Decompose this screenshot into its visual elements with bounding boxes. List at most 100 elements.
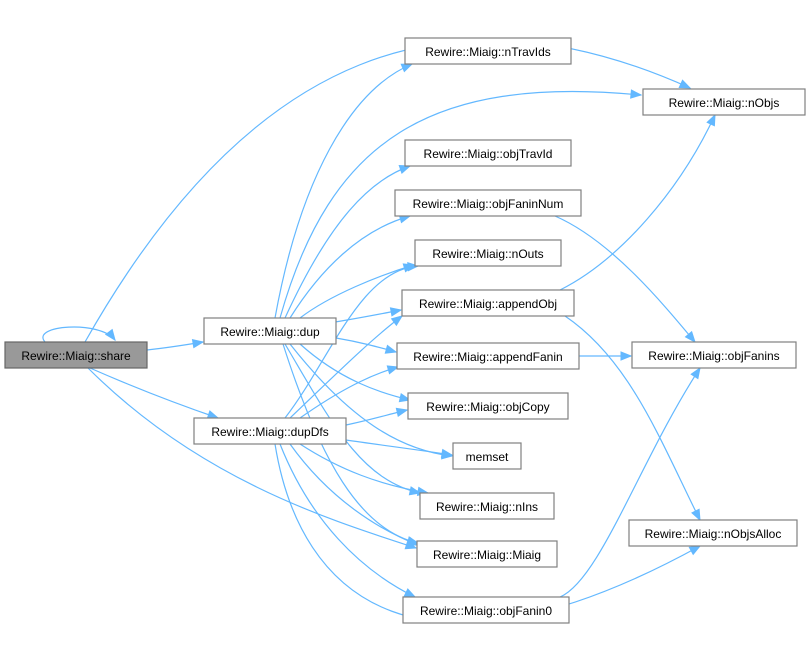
node-box[interactable] bbox=[419, 492, 555, 520]
arrowhead-icon bbox=[691, 508, 701, 522]
edge-line bbox=[289, 443, 419, 546]
node-box[interactable] bbox=[404, 139, 572, 167]
node-box[interactable] bbox=[642, 88, 806, 116]
edge-appendObj-to-nObjsAlloc bbox=[564, 315, 701, 522]
edge-dup-to-nObjs bbox=[279, 89, 643, 319]
arrowhead-icon bbox=[395, 407, 409, 418]
edge-line bbox=[554, 215, 696, 343]
node-box[interactable] bbox=[394, 189, 582, 217]
edge-line bbox=[274, 443, 701, 624]
edge-dup-to-nTravIds bbox=[274, 63, 414, 319]
arrowhead-icon bbox=[104, 328, 116, 342]
edge-line bbox=[87, 367, 417, 549]
node-box[interactable] bbox=[414, 239, 562, 267]
edge-line bbox=[279, 443, 416, 598]
arrowhead-icon bbox=[440, 448, 454, 459]
edge-objFanin0-to-objFanins bbox=[559, 366, 701, 598]
node-box[interactable] bbox=[193, 417, 347, 445]
node-label: Rewire::Miaig::objFaninNum bbox=[413, 197, 564, 211]
node-box[interactable] bbox=[203, 317, 337, 345]
edge-line bbox=[345, 439, 453, 456]
arrowhead-icon bbox=[620, 351, 633, 361]
node-dupDfs[interactable]: Rewire::Miaig::dupDfs bbox=[193, 417, 347, 445]
edge-dupDfs-to-objFanin0 bbox=[279, 443, 417, 598]
node-nObjs[interactable]: Rewire::Miaig::nObjs bbox=[642, 88, 806, 116]
edge-line bbox=[284, 165, 411, 319]
node-box[interactable] bbox=[402, 596, 570, 624]
edge-line bbox=[274, 63, 413, 319]
arrowhead-icon bbox=[684, 330, 696, 344]
node-objFanins[interactable]: Rewire::Miaig::objFanins bbox=[631, 341, 797, 369]
node-nIns[interactable]: Rewire::Miaig::nIns bbox=[419, 492, 555, 520]
edge-line bbox=[559, 367, 701, 598]
node-box[interactable] bbox=[416, 540, 558, 568]
edge-dup-to-objTravId bbox=[284, 164, 412, 319]
node-label: Rewire::Miaig::share bbox=[21, 349, 131, 363]
node-label: Rewire::Miaig::nObjs bbox=[669, 96, 780, 110]
node-label: memset bbox=[466, 450, 509, 464]
edge-dupDfs-to-nObjsAlloc bbox=[274, 443, 702, 624]
node-box[interactable] bbox=[452, 442, 522, 470]
edge-appendFanin-to-objFanins bbox=[579, 351, 633, 361]
arrowhead-icon bbox=[407, 261, 420, 272]
edge-line bbox=[289, 315, 403, 419]
edge-dupDfs-to-nOuts bbox=[284, 261, 420, 419]
edge-appendObj-to-nObjs bbox=[559, 113, 716, 291]
node-appendFanin[interactable]: Rewire::Miaig::appendFanin bbox=[396, 342, 580, 370]
edge-line bbox=[299, 443, 429, 494]
node-label: Rewire::Miaig::nIns bbox=[436, 500, 538, 514]
edge-objFaninNum-to-objFanins bbox=[554, 215, 696, 344]
node-box[interactable] bbox=[4, 341, 148, 369]
edge-line bbox=[289, 215, 411, 319]
arrowhead-icon bbox=[191, 339, 205, 349]
edge-line bbox=[559, 114, 716, 291]
arrowhead-icon bbox=[406, 536, 420, 546]
arrowhead-icon bbox=[384, 344, 398, 354]
node-objFanin0[interactable]: Rewire::Miaig::objFanin0 bbox=[402, 596, 570, 624]
arrowhead-icon bbox=[400, 63, 414, 73]
node-nObjsAlloc[interactable]: Rewire::Miaig::nObjsAlloc bbox=[628, 519, 798, 547]
arrowhead-icon bbox=[398, 392, 412, 403]
edge-line bbox=[89, 367, 219, 419]
node-objTravId[interactable]: Rewire::Miaig::objTravId bbox=[404, 139, 572, 167]
node-objCopy[interactable]: Rewire::Miaig::objCopy bbox=[407, 392, 569, 420]
edge-share-to-nObjs bbox=[84, 39, 692, 343]
node-appendObj[interactable]: Rewire::Miaig::appendObj bbox=[401, 289, 575, 317]
node-share[interactable]: Rewire::Miaig::share bbox=[4, 341, 148, 369]
edges-layer bbox=[42, 39, 716, 624]
arrowhead-icon bbox=[690, 366, 701, 380]
node-nTravIds[interactable]: Rewire::Miaig::nTravIds bbox=[404, 37, 572, 65]
node-label: Rewire::Miaig::nObjsAlloc bbox=[645, 527, 782, 541]
node-box[interactable] bbox=[396, 342, 580, 370]
node-label: Rewire::Miaig::nOuts bbox=[432, 247, 543, 261]
nodes-layer: Rewire::Miaig::shareRewire::Miaig::dupRe… bbox=[4, 37, 806, 624]
node-box[interactable] bbox=[404, 37, 572, 65]
arrowhead-icon bbox=[688, 545, 702, 556]
node-box[interactable] bbox=[401, 289, 575, 317]
node-Miaig[interactable]: Rewire::Miaig::Miaig bbox=[416, 540, 558, 568]
node-nOuts[interactable]: Rewire::Miaig::nOuts bbox=[414, 239, 562, 267]
node-label: Rewire::Miaig::objCopy bbox=[426, 400, 549, 414]
node-label: Rewire::Miaig::nTravIds bbox=[425, 45, 551, 59]
edge-dupDfs-to-nIns bbox=[299, 443, 430, 496]
node-box[interactable] bbox=[407, 392, 569, 420]
edge-line bbox=[42, 326, 116, 343]
arrowhead-icon bbox=[386, 365, 400, 375]
node-label: Rewire::Miaig::Miaig bbox=[433, 548, 541, 562]
node-label: Rewire::Miaig::objFanins bbox=[648, 349, 779, 363]
node-box[interactable] bbox=[628, 519, 798, 547]
arrowhead-icon bbox=[678, 79, 692, 89]
node-objFaninNum[interactable]: Rewire::Miaig::objFaninNum bbox=[394, 189, 582, 217]
node-label: Rewire::Miaig::objFanin0 bbox=[420, 604, 552, 618]
arrowhead-icon bbox=[630, 89, 643, 99]
arrowhead-icon bbox=[403, 588, 417, 598]
node-label: Rewire::Miaig::appendObj bbox=[419, 297, 557, 311]
edge-line bbox=[299, 264, 415, 319]
node-dup[interactable]: Rewire::Miaig::dup bbox=[203, 317, 337, 345]
edge-line bbox=[284, 343, 421, 494]
edge-dupDfs-to-memset bbox=[345, 439, 454, 459]
node-box[interactable] bbox=[631, 341, 797, 369]
node-memset[interactable]: memset bbox=[452, 442, 522, 470]
edge-share-to-Miaig bbox=[87, 367, 418, 550]
node-label: Rewire::Miaig::dupDfs bbox=[211, 425, 328, 439]
